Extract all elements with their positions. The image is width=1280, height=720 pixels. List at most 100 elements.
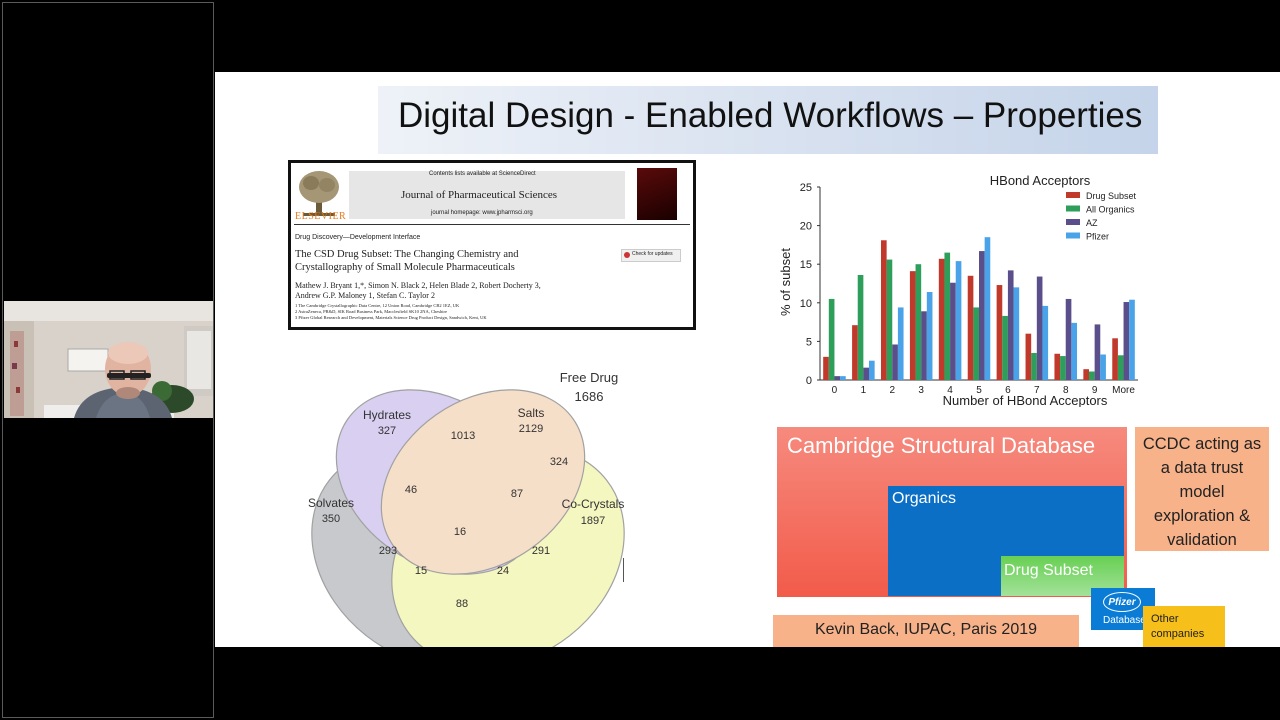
- chart-bar: [1117, 355, 1124, 380]
- chart-bar: [926, 291, 933, 380]
- chart-bar: [834, 376, 841, 380]
- elsevier-logo-text: ELSEVIER: [295, 211, 347, 222]
- chart-bar: [979, 251, 985, 380]
- chart-bar: [1031, 352, 1037, 380]
- chart-bar: [1054, 353, 1061, 380]
- credit-box: Kevin Back, IUPAC, Paris 2019: [773, 615, 1079, 647]
- other-companies-label: Other companies: [1151, 613, 1205, 640]
- venn-count-15: 15: [415, 565, 427, 577]
- check-updates-button[interactable]: Check for updates: [621, 249, 681, 262]
- chart-y-tick-label: 10: [800, 298, 812, 310]
- presentation-slide: Digital Design - Enabled Workflows – Pro…: [215, 72, 1280, 647]
- venn-count-324: 324: [550, 456, 568, 468]
- chart-bar: [984, 237, 991, 380]
- ccdc-text: CCDC acting as a data trust model explor…: [1135, 432, 1269, 552]
- pfizer-logo: Pfizer: [1103, 592, 1141, 612]
- chart-bar: [915, 264, 922, 380]
- chart-x-tick-label: 1: [861, 385, 867, 396]
- chart-bar: [828, 298, 835, 380]
- webcam-scene: [4, 301, 213, 418]
- ccdc-line-4: exploration &: [1153, 507, 1251, 525]
- ccdc-line-5: validation: [1167, 531, 1237, 549]
- text-cursor: [623, 558, 624, 582]
- venn-salts-label: Salts: [518, 406, 545, 420]
- chart-legend-label: AZ: [1086, 218, 1098, 228]
- organics-label: Organics: [892, 490, 957, 507]
- chart-bar: [1042, 305, 1049, 380]
- webcam-video[interactable]: [4, 301, 213, 418]
- chart-x-tick-label: 4: [947, 385, 953, 396]
- journal-homepage: journal homepage: www.jpharmsci.org: [431, 210, 533, 216]
- check-updates-label: Check for updates: [632, 251, 673, 257]
- chart-bar: [886, 259, 893, 380]
- chart-y-tick-label: 15: [800, 259, 812, 271]
- venn-diagram: Free Drug 1686 Hydrates 327 Salts 2129 S…: [308, 370, 625, 647]
- chart-legend-label: Drug Subset: [1086, 191, 1137, 201]
- chart-bar: [955, 261, 962, 380]
- chart-bar: [1100, 354, 1106, 380]
- chart-y-tick-label: 25: [800, 182, 812, 194]
- chart-x-tick-label: 3: [918, 385, 924, 396]
- paper-section: Drug Discovery—Development Interface: [295, 234, 421, 241]
- slide-title: Digital Design - Enabled Workflows – Pro…: [398, 96, 1143, 135]
- title-bar: Digital Design - Enabled Workflows – Pro…: [378, 86, 1158, 154]
- chart-bar: [1088, 371, 1095, 380]
- ccdc-line-1: CCDC acting as: [1142, 435, 1262, 453]
- ccdc-line-3: model: [1179, 483, 1225, 501]
- elsevier-tree-icon: [299, 171, 339, 216]
- paper-title-line1: The CSD Drug Subset: The Changing Chemis…: [295, 249, 519, 260]
- ccdc-line-2: a data trust: [1160, 459, 1244, 477]
- chart-bar: [863, 367, 870, 380]
- ccdc-data-trust-box: CCDC acting as a data trust model explor…: [1135, 427, 1269, 551]
- chart-bar: [950, 282, 956, 380]
- chart-bar: [857, 275, 864, 380]
- chart-bar: [892, 344, 898, 380]
- venn-count-293: 293: [379, 545, 397, 557]
- chart-bar: [1036, 276, 1043, 380]
- chart-bar: [1129, 299, 1135, 380]
- update-icon: [624, 252, 630, 258]
- chart-bar: [996, 285, 1003, 380]
- chart-bar: [1083, 369, 1089, 380]
- venn-cocrystals-count: 1897: [581, 515, 605, 527]
- chart-x-tick-label: 2: [889, 385, 895, 396]
- other-companies-box: Other companies: [1143, 606, 1225, 647]
- chart-bar: [1060, 356, 1066, 380]
- chart-x-tick-label: 6: [1005, 385, 1011, 396]
- drug-subset-label: Drug Subset: [1004, 562, 1093, 579]
- chart-title: HBond Acceptors: [990, 173, 1091, 188]
- paper-authors-line1: Mathew J. Bryant 1,*, Simon N. Black 2, …: [295, 281, 541, 290]
- venn-solvates-count: 350: [322, 513, 340, 525]
- chart-legend-swatch: [1066, 219, 1080, 225]
- chart-bar: [840, 376, 846, 380]
- chart-legend-swatch: [1066, 232, 1080, 239]
- venn-hydrates-count: 327: [378, 425, 396, 437]
- chart-bar: [1094, 324, 1101, 380]
- paper-affiliation-2: 2 AstraZeneca, PR&D, SIK Road Business P…: [295, 309, 447, 314]
- venn-count-88: 88: [456, 598, 468, 610]
- chart-x-tick-label: 0: [832, 385, 838, 396]
- chart-bar: [852, 325, 858, 380]
- credit-text: Kevin Back, IUPAC, Paris 2019: [814, 621, 1038, 638]
- chart-bar: [938, 258, 945, 380]
- chart-bar: [921, 311, 927, 380]
- chart-bar: [944, 252, 951, 380]
- journal-name: Journal of Pharmaceutical Sciences: [401, 189, 558, 201]
- chart-bar: [1025, 333, 1032, 380]
- chart-legend-swatch: [1066, 205, 1080, 212]
- chart-y-axis-label: % of subset: [778, 248, 793, 316]
- venn-count-16: 16: [454, 526, 466, 538]
- chart-x-tick-label: 9: [1092, 385, 1098, 396]
- venn-count-1013: 1013: [451, 430, 475, 442]
- chart-y-tick-label: 5: [806, 336, 812, 348]
- paper-affiliation-3: 3 Pfizer Global Research and Development…: [295, 315, 487, 320]
- divider: [294, 224, 690, 225]
- venn-cocrystals-label: Co-Crystals: [562, 497, 625, 511]
- venn-free-drug-label: Free Drug: [560, 370, 619, 385]
- venn-solvates-label: Solvates: [308, 496, 354, 510]
- chart-x-tick-label: 5: [976, 385, 982, 396]
- chart-bar: [897, 307, 904, 380]
- venn-count-46: 46: [405, 484, 417, 496]
- chart-bar: [880, 240, 887, 380]
